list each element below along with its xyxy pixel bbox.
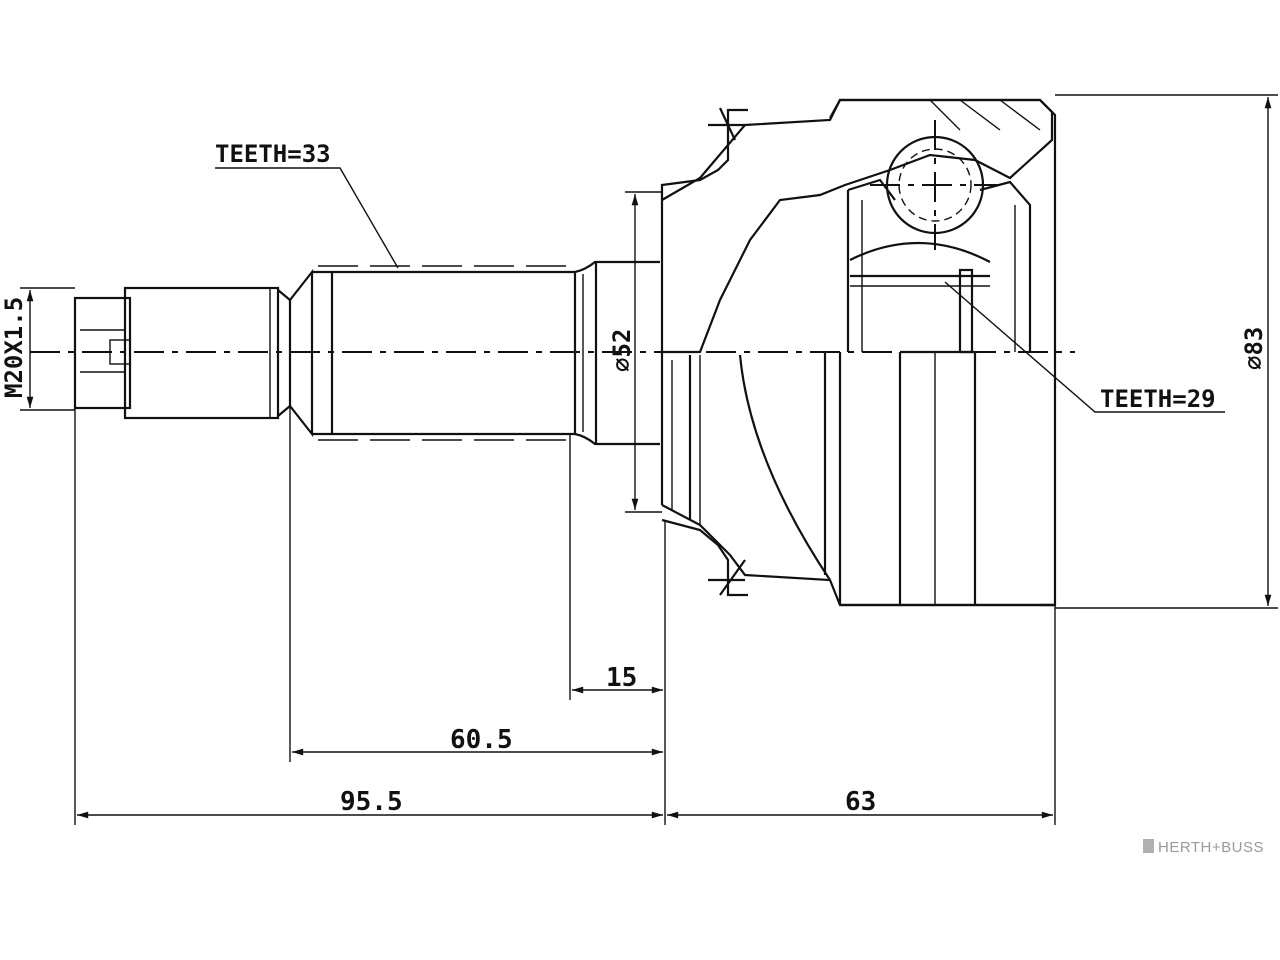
dimension-lines xyxy=(26,97,1272,819)
extension-lines xyxy=(20,94,1278,825)
label-diameter-seat: ⌀52 xyxy=(608,329,636,372)
brand-mark-icon xyxy=(1143,839,1154,853)
bell-housing xyxy=(660,98,1057,607)
label-teeth-inner: TEETH=29 xyxy=(1100,385,1216,413)
splined-shaft xyxy=(312,260,660,446)
dim-63: 63 xyxy=(845,787,876,817)
dim-95-5: 95.5 xyxy=(340,787,403,817)
dim-60-5: 60.5 xyxy=(450,725,513,755)
label-teeth-outer: TEETH=33 xyxy=(215,140,331,168)
brand-logo-text: HERTH+BUSS xyxy=(1158,839,1264,856)
label-diameter-outer: ⌀83 xyxy=(1240,327,1268,370)
label-thread: M20X1.5 xyxy=(0,297,28,398)
inner-race-and-ball xyxy=(846,99,1041,354)
dim-15: 15 xyxy=(606,663,637,693)
leader-lines xyxy=(215,167,1225,413)
brand-logo: HERTH+BUSS xyxy=(1143,839,1264,856)
